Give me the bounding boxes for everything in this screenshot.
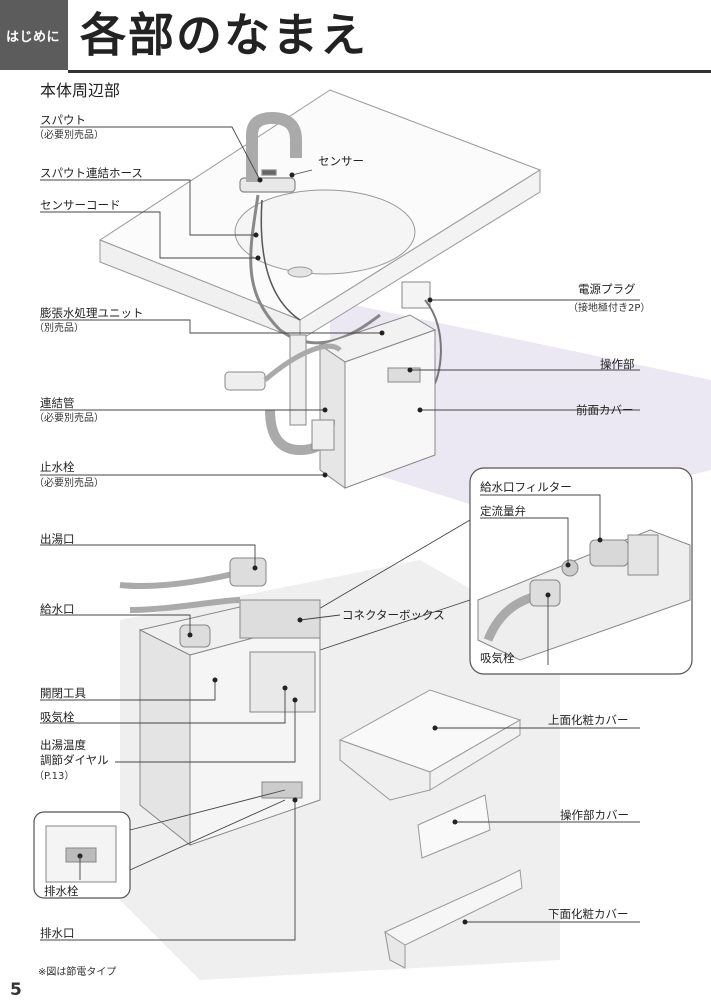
footnote: ※図は節電タイプ — [38, 967, 117, 978]
label-stop-valve-note: （必要別売品） — [34, 478, 104, 489]
section-title: 本体周辺部 — [40, 81, 121, 100]
label-temp-dial-ref: （P.13） — [34, 771, 75, 782]
label-control-cover: 操作部カバー — [560, 808, 629, 822]
power-plug-drawing — [401, 281, 431, 309]
top-cover-drawing — [338, 689, 522, 801]
label-front-cover: 前面カバー — [576, 403, 634, 417]
section-tab-label: はじめに — [6, 30, 61, 45]
label-sensor: センサー — [318, 154, 364, 168]
label-top-cover: 上面化粧カバー — [548, 713, 629, 727]
spout-hose — [249, 194, 381, 345]
sensor-cord — [260, 199, 301, 321]
label-connect-pipe: 連結管 — [40, 396, 75, 410]
page-number: 5 — [10, 980, 22, 1000]
vanity-counter — [98, 89, 542, 341]
label-connector-box: コネクターボックス — [342, 608, 445, 622]
spout-drawing — [239, 111, 302, 193]
bottom-cover-drawing — [384, 869, 523, 969]
label-bottom-cover: 下面化粧カバー — [548, 907, 629, 921]
label-spout-hose: スパウト連結ホース — [40, 166, 143, 180]
label-spout-note: （必要別売品） — [34, 130, 104, 141]
leader-dots — [77, 172, 603, 925]
main-unit-upper — [318, 314, 437, 489]
section-tab: はじめに — [0, 0, 68, 70]
drain-pipes — [224, 334, 342, 456]
label-drain-plug: 排水栓 — [44, 884, 79, 898]
lower-unit-drawing — [119, 557, 322, 847]
leader-lines — [40, 126, 640, 941]
label-connect-pipe-note: （必要別売品） — [34, 413, 104, 424]
page-title: 各部のなまえ — [80, 8, 368, 62]
label-control-unit: 操作部 — [600, 357, 635, 371]
label-sensor-cord: センサーコード — [40, 198, 121, 212]
label-power-plug: 電源プラグ — [578, 282, 636, 296]
label-spout: スパウト — [40, 113, 86, 127]
label-suction-valve-zoom: 吸気栓 — [480, 651, 515, 665]
label-temp-dial-1: 出湯温度 — [40, 738, 86, 752]
label-stop-valve: 止水栓 — [40, 460, 75, 474]
label-open-close-tool: 開閉工具 — [40, 686, 86, 700]
filter-zoom-drawing — [477, 529, 691, 661]
drain-zoom-drawing — [45, 825, 117, 883]
label-water-inlet: 給水口 — [40, 602, 75, 616]
title-rule — [68, 70, 711, 73]
control-cover-drawing — [417, 794, 491, 859]
label-expansion-unit-note: （別売品） — [34, 323, 84, 334]
label-power-plug-note: （接地極付き2P） — [568, 303, 651, 314]
label-flow-valve: 定流量弁 — [480, 504, 526, 518]
label-inlet-filter: 給水口フィルター — [480, 480, 572, 494]
label-drain-outlet: 排水口 — [40, 926, 75, 940]
label-suction-valve: 吸気栓 — [40, 710, 75, 724]
label-hot-outlet: 出湯口 — [40, 532, 75, 546]
label-temp-dial-2: 調節ダイヤル — [40, 753, 109, 767]
label-expansion-unit: 膨張水処理ユニット — [40, 306, 144, 320]
